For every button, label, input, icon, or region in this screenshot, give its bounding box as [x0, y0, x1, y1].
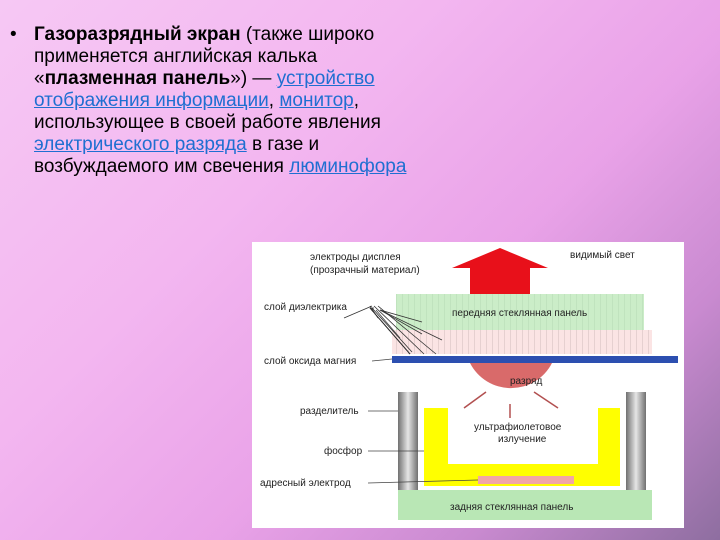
text-part-3: ,: [268, 90, 280, 111]
label-discharge: разряд: [510, 376, 542, 387]
link-display-device[interactable]: устройство отображения информации: [34, 68, 375, 111]
label-phosphor: фосфор: [324, 445, 363, 457]
rear-glass-panel: [398, 490, 652, 520]
label-electrodes-sub: (прозрачный материал): [310, 265, 420, 276]
bullet-marker: •: [10, 24, 17, 45]
definition-text: Газоразрядный экран (также широко примен…: [34, 24, 440, 178]
link-electric-discharge[interactable]: электрического разряда: [34, 134, 247, 155]
link-phosphor[interactable]: люминофора: [289, 156, 407, 177]
diagram-svg: электроды дисплея (прозрачный материал) …: [260, 248, 678, 520]
label-mgo: слой оксида магния: [264, 356, 356, 367]
label-separator: разделитель: [300, 406, 359, 417]
uv-arrows: [463, 391, 559, 418]
plasma-panel-diagram: электроды дисплея (прозрачный материал) …: [252, 242, 684, 528]
discharge-dome: [470, 363, 552, 389]
text-part-4: , использующее в своей работе явления: [34, 90, 381, 133]
term-plasma-panel: плазменная панель: [44, 68, 231, 89]
definition-bullet: • Газоразрядный экран (также широко прим…: [10, 24, 440, 178]
separator-left: [398, 392, 418, 496]
term-plasma-screen: Газоразрядный экран: [34, 24, 241, 45]
label-uv: ультрафиолетовое: [474, 421, 562, 433]
label-visible-light: видимый свет: [570, 250, 635, 261]
mgo-layer: [392, 356, 678, 363]
label-dielectric: слой диэлектрика: [264, 302, 347, 313]
label-front-glass: передняя стеклянная панель: [452, 308, 587, 319]
text-part-2: ») —: [230, 68, 277, 89]
separator-right: [626, 392, 646, 496]
visible-light-arrow: [452, 248, 548, 294]
phosphor-layer: [424, 408, 620, 486]
label-rear-glass: задняя стеклянная панель: [450, 502, 573, 513]
address-electrode: [478, 476, 574, 484]
text-part-1: (также широко применяется английская кал…: [34, 24, 375, 89]
label-electrodes: электроды дисплея: [310, 252, 401, 263]
label-address-electrode: адресный электрод: [260, 478, 351, 489]
link-monitor[interactable]: монитор: [279, 90, 354, 111]
label-uv-2: излучение: [498, 434, 547, 445]
text-part-5: в газе и возбуждаемого им свечения: [34, 134, 320, 177]
